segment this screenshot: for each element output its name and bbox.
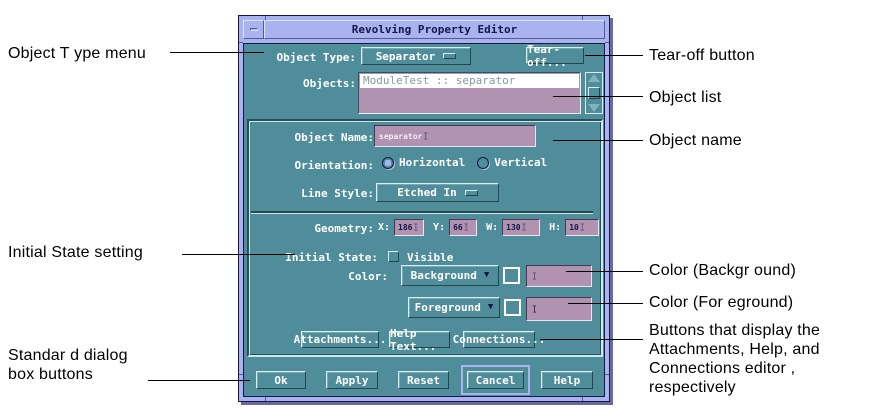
- frame-notch: [239, 374, 243, 375]
- attachments-button[interactable]: Attachments...: [293, 331, 387, 348]
- callout-color-foreground: Color (For eground): [649, 294, 794, 311]
- callout-object-name: Object name: [649, 132, 742, 149]
- section-separator: [251, 211, 593, 214]
- default-button-frame: Cancel: [461, 365, 530, 395]
- callout-line: [540, 339, 643, 340]
- background-color-menu[interactable]: Background ▼: [401, 265, 499, 286]
- callout-line: [568, 303, 643, 304]
- scroll-up-icon[interactable]: [588, 74, 600, 82]
- geometry-label: Geometry:: [314, 222, 374, 235]
- property-editor-window: Revolving Property Editor Object Type: S…: [238, 15, 610, 402]
- frame-notch: [605, 374, 609, 375]
- object-name-label: Object Name:: [294, 131, 374, 144]
- callout-line: [553, 96, 643, 97]
- line-style-value: Etched In: [397, 186, 457, 199]
- line-style-label: Line Style:: [301, 187, 374, 200]
- color-label: Color:: [348, 270, 388, 283]
- frame-notch: [239, 42, 243, 43]
- text-cursor-icon: I: [463, 222, 469, 233]
- line-style-option-menu[interactable]: Etched In: [376, 183, 499, 202]
- text-cursor-icon: I: [423, 130, 429, 142]
- callout-object-type-menu: Object T ype menu: [8, 45, 146, 62]
- help-button[interactable]: Help: [541, 371, 593, 389]
- scrollbar-thumb[interactable]: [588, 87, 600, 99]
- text-cursor-icon: I: [532, 303, 537, 315]
- option-menu-icon: [443, 53, 457, 59]
- foreground-color-swatch[interactable]: [504, 299, 521, 316]
- callout-editor-buttons: Buttons that display the Attachments, He…: [649, 322, 821, 396]
- text-cursor-icon: I: [413, 222, 419, 233]
- objects-list-scrollbar[interactable]: [585, 72, 603, 114]
- scroll-down-icon[interactable]: [588, 104, 600, 112]
- frame-notch: [605, 42, 609, 43]
- callout-line: [148, 380, 250, 381]
- radio-horizontal[interactable]: [382, 156, 394, 169]
- object-name-value: separator: [379, 131, 423, 141]
- frame-notch: [265, 397, 266, 401]
- foreground-color-menu[interactable]: Foreground ▼: [408, 297, 500, 318]
- objects-label: Objects:: [303, 77, 356, 90]
- callout-line: [182, 254, 295, 255]
- objects-list-item-selected[interactable]: ModuleTest :: separator: [360, 74, 579, 88]
- callout-initial-state-setting: Initial State setting: [8, 244, 143, 261]
- radio-vertical[interactable]: [477, 156, 490, 169]
- visible-checkbox-label[interactable]: Visible: [407, 251, 454, 264]
- text-cursor-icon: I: [579, 222, 585, 233]
- initial-state-label: Initial State:: [285, 251, 378, 264]
- text-cursor-icon: I: [521, 222, 527, 233]
- cancel-button[interactable]: Cancel: [467, 371, 524, 389]
- callout-line: [566, 271, 643, 272]
- geometry-w-label: W:: [486, 222, 499, 233]
- callout-line: [553, 140, 643, 141]
- foreground-color-field[interactable]: I: [526, 297, 592, 321]
- geometry-x-label: X:: [378, 222, 391, 233]
- apply-button[interactable]: Apply: [326, 371, 378, 389]
- chevron-down-icon: ▼: [483, 270, 490, 280]
- connections-button[interactable]: Connections...: [452, 331, 546, 348]
- orientation-label: Orientation:: [294, 159, 374, 172]
- chevron-down-icon: ▼: [487, 302, 494, 312]
- frame-notch: [582, 16, 583, 20]
- titlebar-row: Revolving Property Editor: [243, 20, 605, 39]
- callout-color-background: Color (Backgr ound): [649, 262, 796, 279]
- callout-line: [170, 52, 264, 53]
- dialog-client-area: Object Type: Separator Tear-off... Objec…: [243, 43, 605, 397]
- frame-notch: [582, 397, 583, 401]
- foreground-menu-label: Foreground: [414, 301, 481, 314]
- callout-tear-off-button: Tear-off button: [649, 47, 755, 64]
- object-type-value: Separator: [375, 49, 436, 63]
- geometry-y-label: Y:: [433, 222, 446, 233]
- radio-horizontal-label[interactable]: Horizontal: [399, 156, 466, 169]
- orientation-radio-group: Horizontal Vertical: [382, 156, 547, 169]
- object-type-option-menu[interactable]: Separator: [361, 47, 471, 65]
- ok-button[interactable]: Ok: [256, 371, 306, 389]
- objects-list[interactable]: ModuleTest :: separator: [358, 72, 581, 114]
- object-type-label: Object Type:: [276, 51, 356, 64]
- minimize-button[interactable]: [243, 20, 264, 39]
- reset-button[interactable]: Reset: [398, 371, 449, 389]
- tear-off-button[interactable]: Tear-off...: [526, 43, 584, 69]
- radio-vertical-label[interactable]: Vertical: [494, 156, 548, 169]
- background-color-field[interactable]: I: [526, 265, 592, 287]
- background-color-swatch[interactable]: [503, 267, 520, 284]
- text-cursor-icon: I: [532, 270, 537, 282]
- background-menu-label: Background: [410, 269, 477, 282]
- geometry-h-label: H:: [549, 222, 562, 233]
- visible-checkbox[interactable]: [388, 251, 399, 262]
- help-text-button[interactable]: Help Text...: [389, 327, 450, 353]
- callout-line: [585, 55, 643, 56]
- properties-panel-frame: [247, 119, 603, 357]
- window-title[interactable]: Revolving Property Editor: [264, 20, 605, 39]
- option-menu-icon: [464, 189, 478, 196]
- callout-standard-dialog-buttons: Standar d dialog box buttons: [8, 347, 128, 383]
- minimize-icon: [249, 28, 258, 31]
- callout-object-list: Object list: [649, 89, 722, 106]
- frame-notch: [265, 16, 266, 20]
